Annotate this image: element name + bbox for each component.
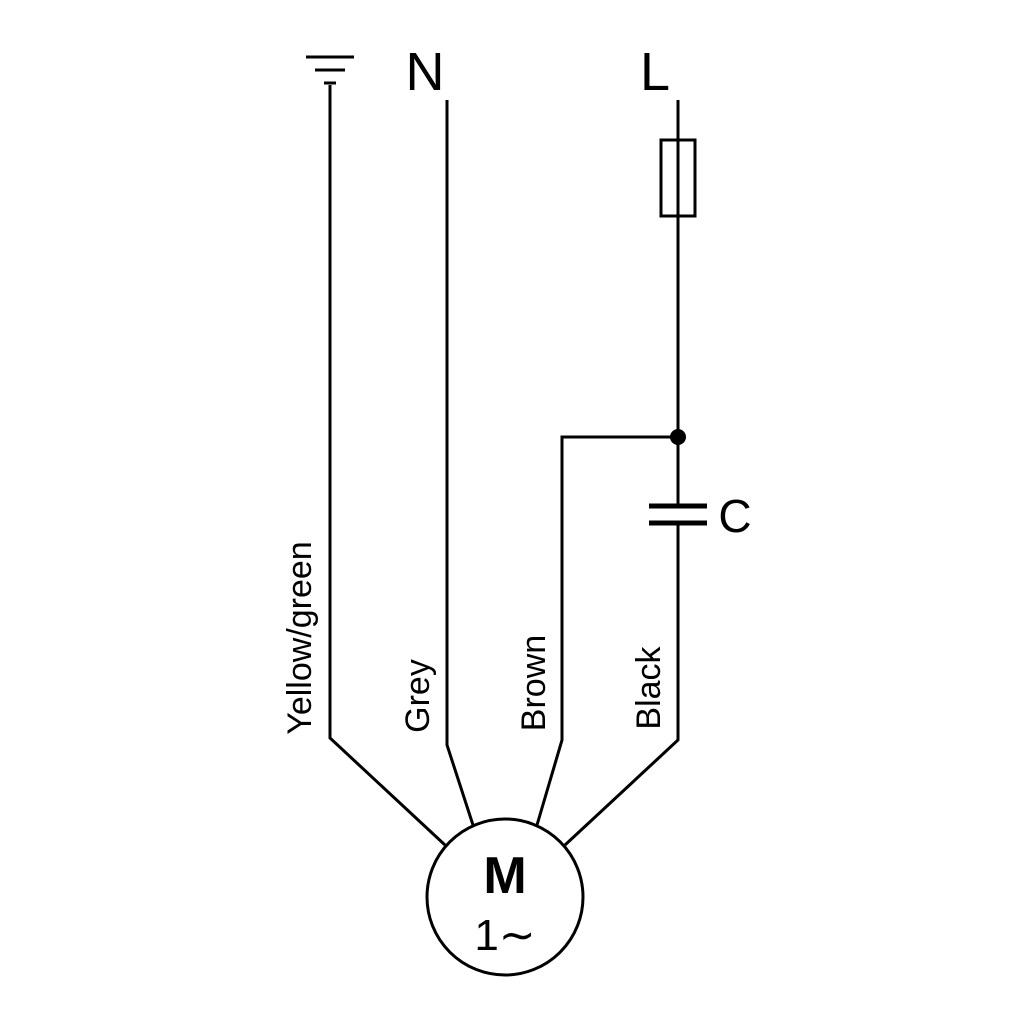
motor-circle — [425, 817, 585, 977]
motor-label: M — [483, 847, 526, 905]
capacitor-icon — [649, 503, 707, 526]
wire-label-brown: Brown — [515, 635, 553, 731]
junction-dot — [670, 429, 686, 445]
terminal-label-l: L — [640, 42, 670, 102]
wire-label-grey: Grey — [399, 659, 437, 733]
diagram-labels: N L C M 1∼ Yellow/green Grey Brown Black — [281, 42, 752, 960]
fuse-icon — [659, 138, 697, 218]
wire-black — [563, 523, 680, 847]
wire-label-yellow-green: Yellow/green — [281, 541, 319, 734]
terminal-label-n: N — [406, 42, 445, 102]
capacitor-label: C — [718, 490, 751, 542]
earth-ground-icon — [306, 55, 354, 85]
wire-brown — [535, 435, 678, 826]
motor-type-label: 1∼ — [474, 911, 535, 960]
wire-grey — [445, 100, 475, 826]
wire-yellow-green — [328, 85, 447, 847]
wire-label-black: Black — [630, 645, 668, 729]
